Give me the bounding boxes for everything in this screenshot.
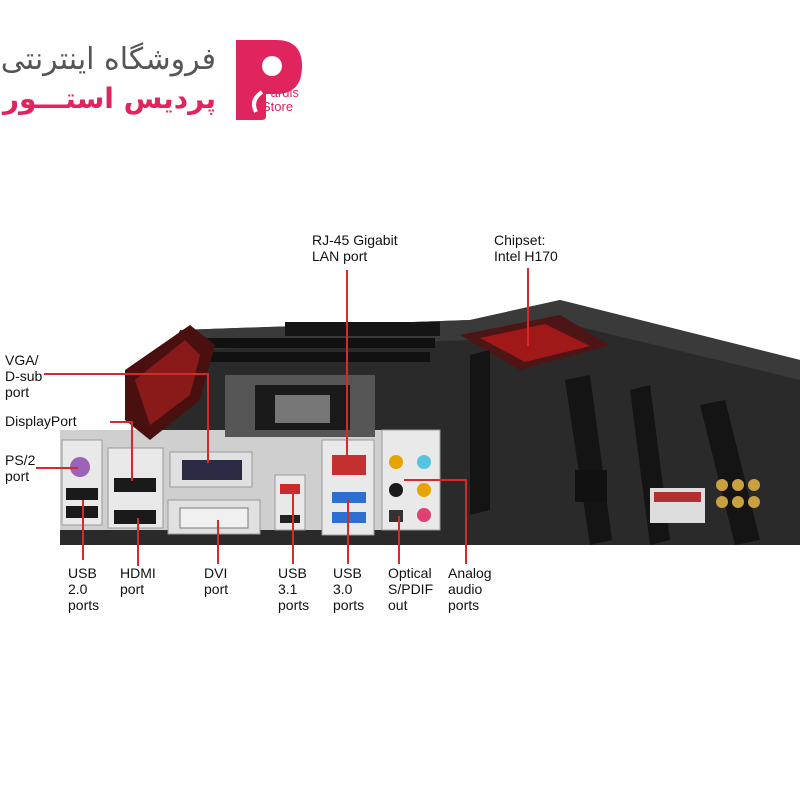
leader-usb30 bbox=[347, 500, 349, 564]
leader-usb20 bbox=[82, 500, 84, 560]
store-name: فروشگاه اینترنتی bbox=[0, 42, 216, 77]
label-usb30: USB 3.0 ports bbox=[333, 565, 365, 613]
leader-dvi bbox=[217, 520, 219, 564]
logo-text-store: Store bbox=[262, 99, 294, 114]
store-subname: پردیس استـــور bbox=[2, 82, 216, 115]
label-ps2: PS/2 port bbox=[5, 452, 36, 484]
label-vga: VGA/ D-sub port bbox=[5, 352, 43, 400]
label-dvi: DVI port bbox=[204, 565, 229, 597]
logo-text-pardis: Pardis bbox=[262, 85, 299, 100]
leader-chipset bbox=[527, 268, 529, 346]
leader-hdmi bbox=[137, 518, 139, 566]
leader-rj45 bbox=[346, 270, 348, 455]
leader-vga-h bbox=[44, 373, 208, 375]
leader-analog-v bbox=[465, 479, 467, 564]
leader-analog-h bbox=[404, 479, 466, 481]
leader-vga-v bbox=[207, 373, 209, 463]
label-usb31: USB 3.1 ports bbox=[278, 565, 310, 613]
label-chipset: Chipset: Intel H170 bbox=[494, 232, 558, 264]
leader-displayport-v bbox=[131, 421, 133, 481]
label-hdmi: HDMI port bbox=[120, 565, 156, 597]
leader-optical bbox=[398, 516, 400, 564]
leader-usb31 bbox=[292, 488, 294, 564]
leader-ps2 bbox=[36, 467, 78, 469]
label-rj45: RJ-45 Gigabit LAN port bbox=[312, 232, 398, 264]
label-optical: Optical S/PDIF out bbox=[388, 565, 434, 613]
leader-displayport-h bbox=[110, 421, 132, 423]
store-logo bbox=[236, 40, 302, 120]
label-analog: Analog audio ports bbox=[448, 565, 492, 613]
label-displayport: DisplayPort bbox=[5, 413, 77, 429]
label-usb20: USB 2.0 ports bbox=[68, 565, 100, 613]
